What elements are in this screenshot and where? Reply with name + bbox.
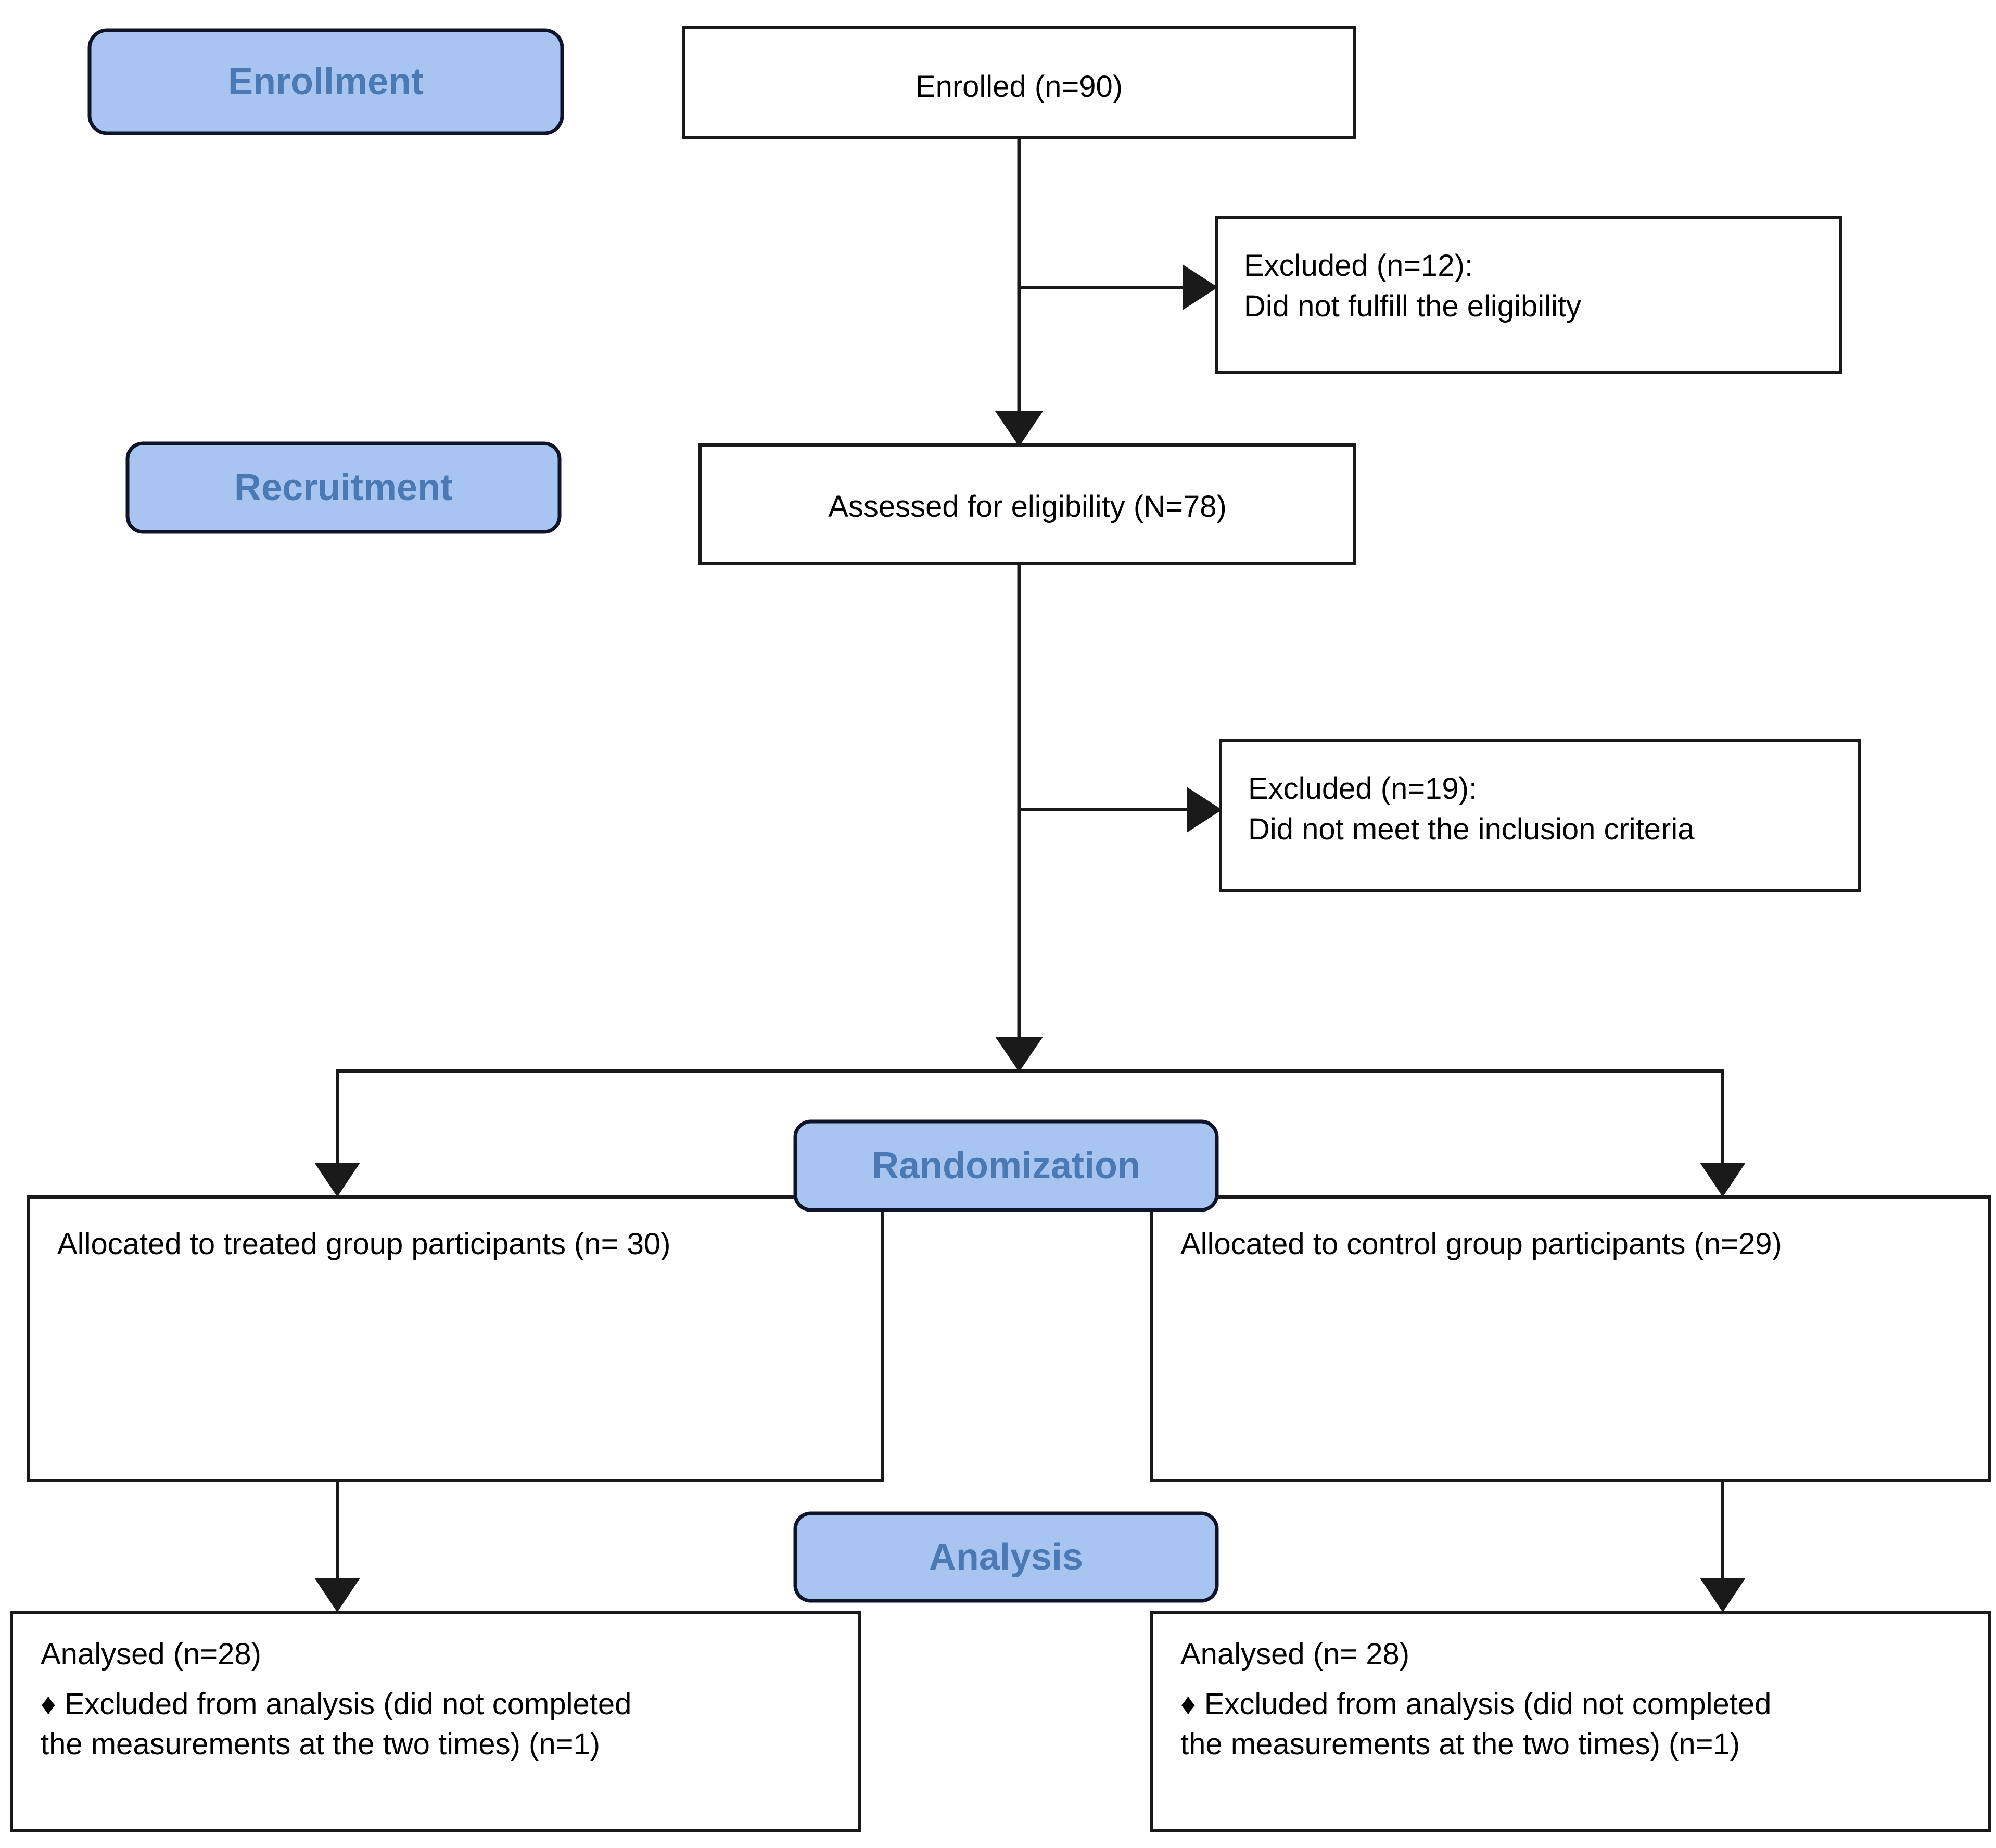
arrowhead-analysed-treated <box>314 1578 360 1612</box>
enrolled-box <box>682 26 1356 139</box>
allocated-control-box <box>1150 1195 1991 1482</box>
stage-pill-recruitment <box>125 441 562 534</box>
arrowhead-allocated-treated <box>314 1163 360 1197</box>
analysed-treated-count: Analysed (n=28) <box>41 1637 261 1671</box>
analysed-control-box <box>1150 1611 1991 1832</box>
arrowhead-assessed <box>995 411 1043 447</box>
arrowhead-excluded-inclusion <box>1187 787 1222 833</box>
analysed-treated-excluded-line2: the measurements at the two times) (n=1) <box>41 1727 601 1762</box>
arrowhead-allocated-control <box>1700 1163 1746 1197</box>
stage-label-recruitment: Recruitment <box>234 467 453 508</box>
arrowhead-excluded-eligibility <box>1183 264 1218 310</box>
excluded-eligibility-label: Excluded (n=12): Did not fulfill the eli… <box>1244 249 1581 323</box>
stage-pill-enrollment <box>87 28 564 135</box>
excluded-inclusion-label: Excluded (n=19): Did not meet the inclus… <box>1248 772 1695 846</box>
allocated-control-label: Allocated to control group participants … <box>1180 1227 1782 1261</box>
stage-label-enrollment: Enrollment <box>227 61 424 103</box>
arrowhead-randomization <box>995 1037 1043 1072</box>
stage-pill-randomization <box>793 1119 1219 1212</box>
assessed-label: Assessed for eligibility (N=78) <box>828 490 1227 524</box>
stage-pill-analysis <box>793 1511 1219 1603</box>
analysed-treated-excluded-line1: ♦ Excluded from analysis (did not comple… <box>41 1687 632 1721</box>
analysed-control-count: Analysed (n= 28) <box>1180 1637 1410 1671</box>
stage-label-analysis: Analysis <box>929 1536 1084 1578</box>
analysed-control-label-group: Analysed (n= 28) ♦ Excluded from analysi… <box>1180 1634 1982 1765</box>
excluded-inclusion-box <box>1219 739 1861 892</box>
allocated-treated-label: Allocated to treated group participants … <box>57 1227 671 1261</box>
analysed-control-excluded-line2: the measurements at the two times) (n=1) <box>1180 1727 1740 1762</box>
assessed-box <box>698 443 1356 565</box>
enrolled-label: Enrolled (n=90) <box>915 70 1123 104</box>
stage-label-randomization: Randomization <box>872 1145 1140 1187</box>
allocated-treated-box <box>27 1195 884 1482</box>
analysed-treated-box <box>10 1611 861 1832</box>
analysed-treated-label-group: Analysed (n=28) ♦ Excluded from analysis… <box>41 1634 853 1765</box>
analysed-control-excluded-line1: ♦ Excluded from analysis (did not comple… <box>1180 1687 1772 1721</box>
arrowhead-analysed-control <box>1700 1578 1746 1612</box>
excluded-eligibility-box <box>1215 216 1842 374</box>
